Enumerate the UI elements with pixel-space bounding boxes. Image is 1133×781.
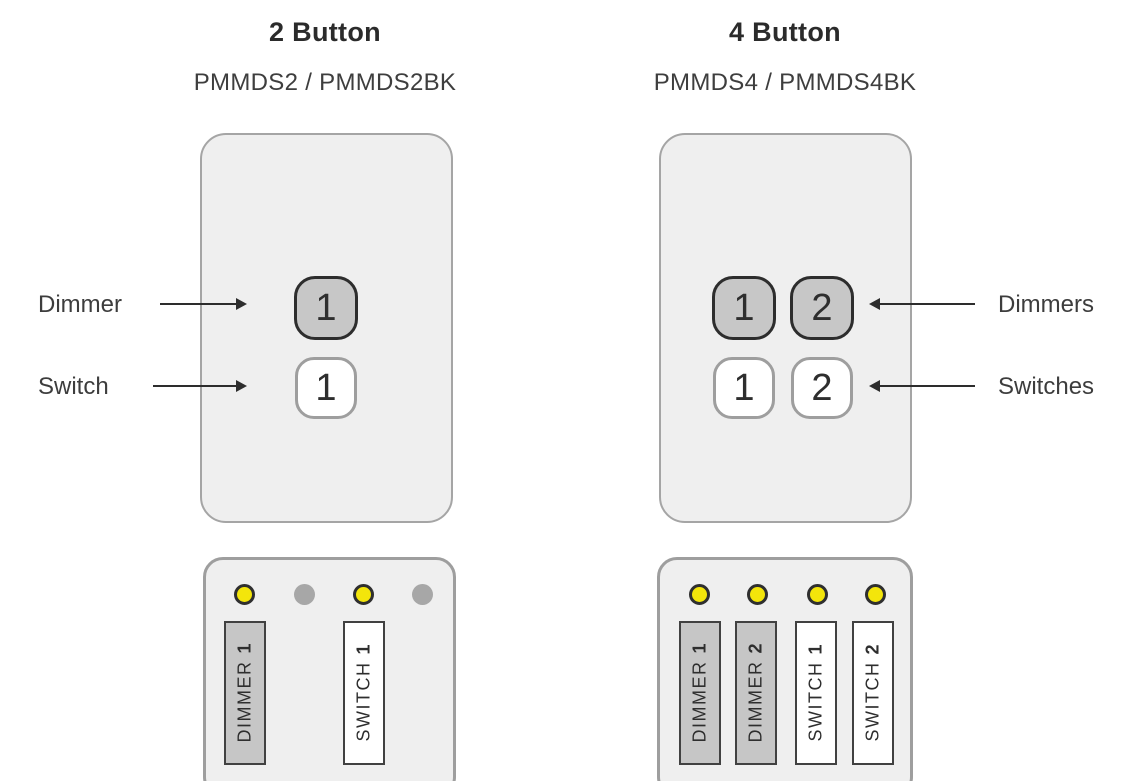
faceplate-4-button: 1 2 1 2 (659, 133, 912, 523)
switch-button-2-right-number: 2 (811, 366, 833, 409)
slot-dimmer-1-right-label: DIMMER1 (689, 643, 710, 743)
slot-switch-1-right-label: SWITCH1 (805, 644, 826, 742)
led-indicator-1-right (689, 584, 710, 605)
switch-button-1: 1 (295, 357, 357, 419)
slot-dimmer-1: DIMMER1 (224, 621, 266, 765)
slot-switch-2-right: SWITCH2 (852, 621, 894, 765)
slot-switch-1-right: SWITCH1 (795, 621, 837, 765)
dimmer-button-1-right-number: 1 (733, 286, 755, 329)
switch-arrow-line (153, 385, 237, 387)
panel-title-2-button: 2 Button (269, 17, 381, 47)
switches-callout-label: Switches (998, 373, 1095, 400)
led-indicator-4-right (865, 584, 886, 605)
dimmer-button-1-number: 1 (315, 286, 337, 329)
dimmers-arrow-head-icon (869, 298, 880, 310)
switch-button-1-right: 1 (713, 357, 775, 419)
led-indicator-1 (234, 584, 255, 605)
dimmers-callout-label: Dimmers (998, 291, 1094, 318)
slot-dimmer-1-right: DIMMER1 (679, 621, 721, 765)
module-2-button: DIMMER1 SWITCH1 (203, 557, 456, 781)
led-indicator-4 (412, 584, 433, 605)
dimmers-arrow-line (880, 303, 975, 305)
led-indicator-3-right (807, 584, 828, 605)
slot-switch-1-label: SWITCH1 (353, 644, 374, 742)
dimmer-button-1: 1 (294, 276, 358, 340)
switch-callout-label: Switch (38, 373, 109, 400)
switches-arrow-line (880, 385, 975, 387)
switch-arrow-head-icon (236, 380, 247, 392)
dimmer-button-2-right-number: 2 (811, 286, 833, 329)
panel-model-2-button: PMMDS2 / PMMDS2BK (193, 69, 457, 96)
slot-switch-1: SWITCH1 (343, 621, 385, 765)
module-4-button: DIMMER1 DIMMER2 SWITCH1 SWITCH2 (657, 557, 913, 781)
slot-dimmer-2-right-label: DIMMER2 (745, 643, 766, 743)
dimmer-button-2-right: 2 (790, 276, 854, 340)
slot-dimmer-2-right: DIMMER2 (735, 621, 777, 765)
dimmer-arrow-line (160, 303, 237, 305)
switch-button-2-right: 2 (791, 357, 853, 419)
switches-arrow-head-icon (869, 380, 880, 392)
panel-title-4-button: 4 Button (729, 17, 841, 47)
led-indicator-3 (353, 584, 374, 605)
led-indicator-2-right (747, 584, 768, 605)
slot-switch-2-right-label: SWITCH2 (862, 644, 883, 742)
dimmer-arrow-head-icon (236, 298, 247, 310)
faceplate-2-button: 1 1 (200, 133, 453, 523)
switch-button-1-number: 1 (315, 366, 337, 409)
panel-model-4-button: PMMDS4 / PMMDS4BK (653, 69, 917, 96)
dimmer-callout-label: Dimmer (38, 291, 122, 318)
led-indicator-2 (294, 584, 315, 605)
slot-dimmer-1-label: DIMMER1 (234, 643, 255, 743)
dimmer-button-1-right: 1 (712, 276, 776, 340)
switch-button-1-right-number: 1 (733, 366, 755, 409)
